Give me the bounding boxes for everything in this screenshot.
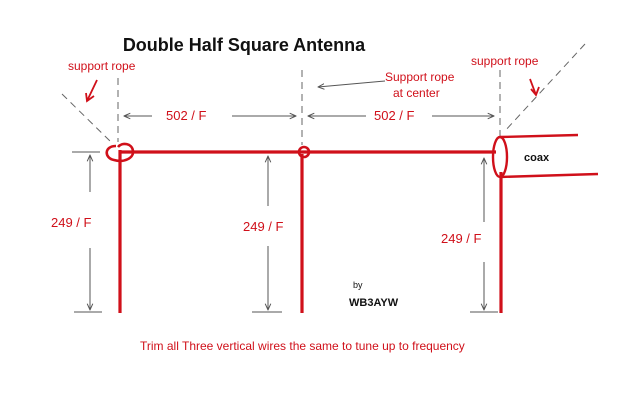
left-insulator-loop	[105, 142, 135, 163]
rope-pointers	[85, 78, 540, 103]
center-insulator-loop	[297, 145, 311, 159]
height-left-label: 249 / F	[51, 215, 92, 230]
height-dimensions	[72, 151, 498, 313]
coax-end-ellipse	[491, 135, 509, 179]
center-rope-pointer	[318, 80, 386, 87]
by-label: by	[353, 280, 363, 290]
support-rope-left-label: support rope	[68, 59, 136, 73]
author-label: WB3AYW	[349, 297, 399, 309]
coax-top-edge	[499, 133, 579, 139]
right-rope-pointer-head	[530, 86, 540, 97]
support-rope-right-label: support rope	[471, 54, 539, 68]
support-rope-center-label-line2: at center	[393, 86, 440, 100]
rope-guides	[61, 43, 586, 145]
left-rope-pointer	[86, 79, 98, 102]
height-right-label: 249 / F	[441, 231, 482, 246]
right-rope-pointer	[529, 78, 537, 96]
coax-bottom-edge	[499, 172, 599, 179]
footer-note: Trim all Three vertical wires the same t…	[140, 339, 465, 353]
height-center-label: 249 / F	[243, 219, 284, 234]
support-rope-center-label-line1: Support rope	[385, 70, 455, 84]
coax-cable	[491, 133, 599, 179]
span-left-label: 502 / F	[166, 108, 207, 123]
coax-label: coax	[524, 152, 550, 164]
span-right-label: 502 / F	[374, 108, 415, 123]
right-rope-diagonal	[503, 43, 586, 133]
left-rope-pointer-head	[85, 92, 95, 103]
diagram-title: Double Half Square Antenna	[123, 35, 366, 55]
